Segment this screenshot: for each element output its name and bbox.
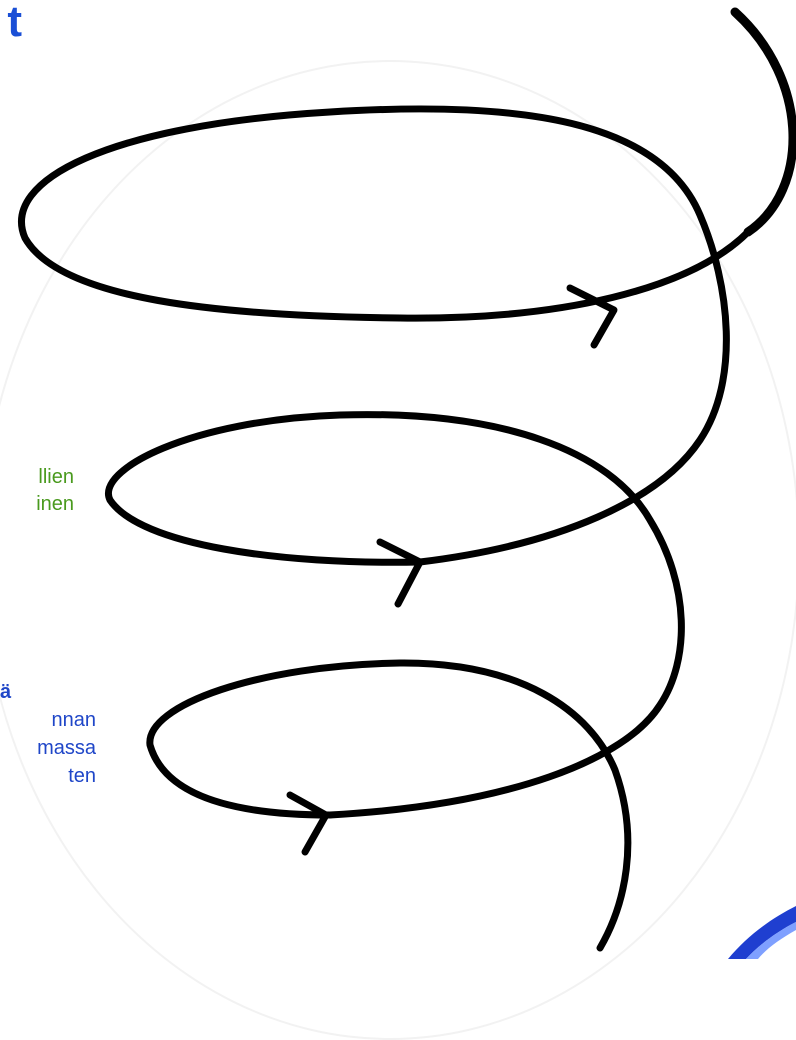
corner-swoosh-decoration	[0, 0, 796, 959]
